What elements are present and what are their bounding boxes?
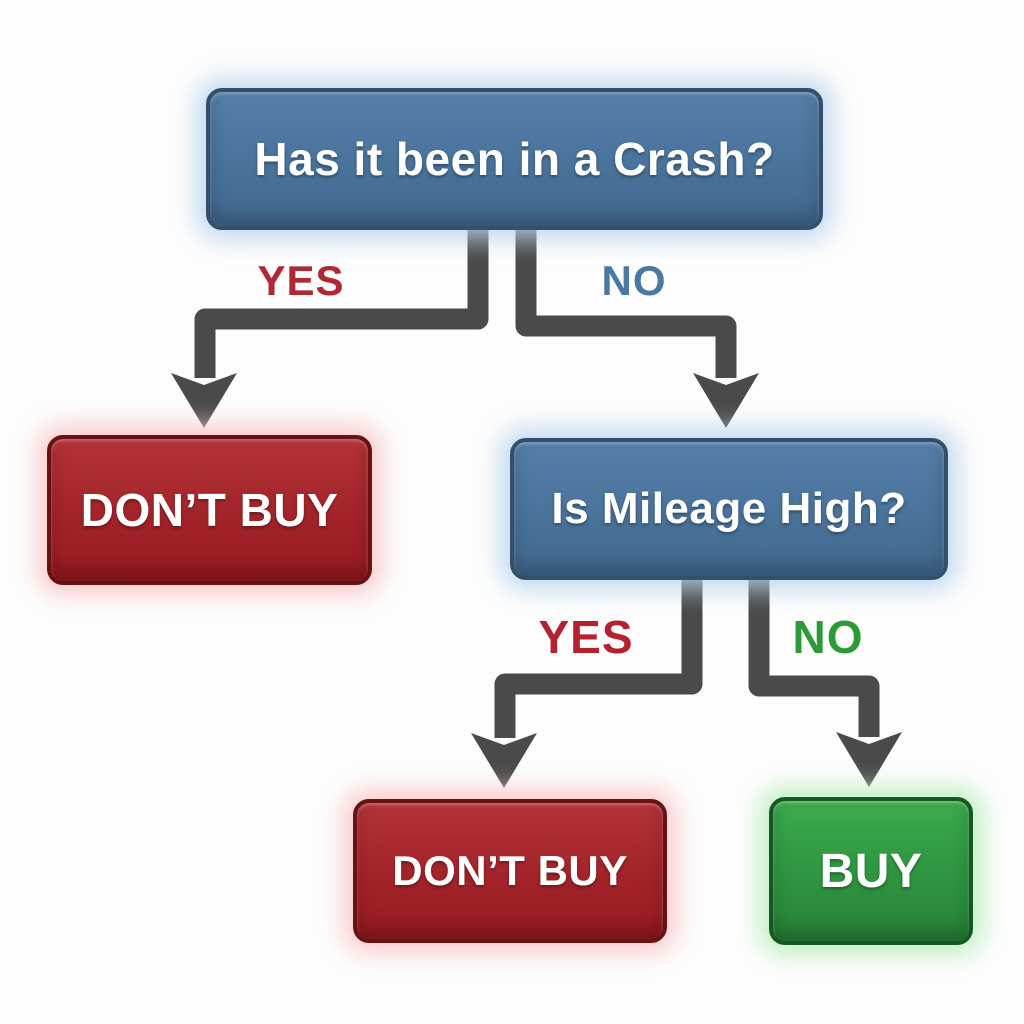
edge-label-crash-yes: YES [257,257,345,304]
arrow-mileage-yes [471,574,703,788]
node-crash-question: Has it been in a Crash? [206,88,823,230]
arrow-crash-yes [171,224,489,428]
node-buy: BUY [769,797,973,945]
node-mileage-question: Is Mileage High? [510,438,948,580]
node-dont-buy-bottom: DON’T BUY [353,799,667,943]
edge-label-crash-no: NO [601,257,667,304]
edge-label-mileage-yes: YES [538,611,634,663]
arrow-mileage-no [748,574,902,787]
edge-label-mileage-no: NO [792,611,864,663]
node-dont-buy-left: DON’T BUY [47,435,372,585]
arrow-crash-no [515,224,759,428]
